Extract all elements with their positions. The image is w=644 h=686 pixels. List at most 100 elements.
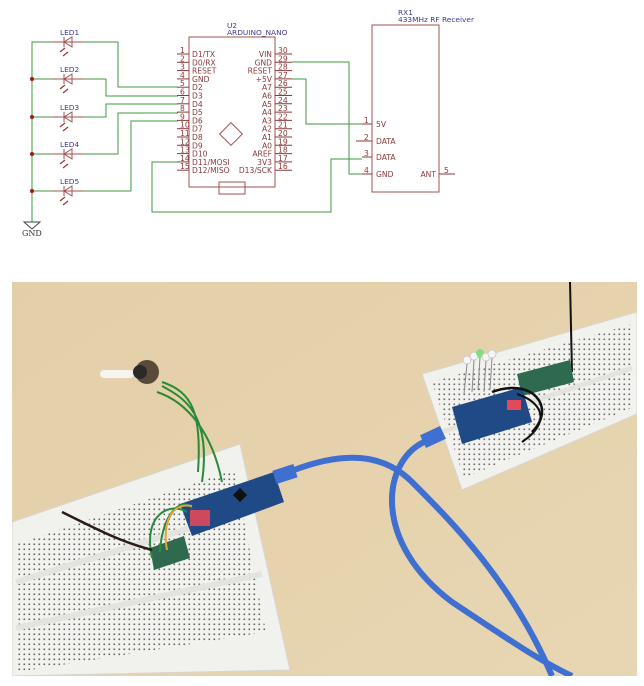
arduino-name: ARDUINO_NANO xyxy=(227,28,288,37)
arduino-pin: 22 A3 xyxy=(262,112,292,125)
svg-text:A0: A0 xyxy=(262,141,272,150)
svg-text:29: 29 xyxy=(278,54,288,63)
svg-text:5: 5 xyxy=(444,166,449,175)
svg-text:13: 13 xyxy=(180,146,190,155)
svg-text:D10: D10 xyxy=(192,150,208,159)
usb-cables xyxy=(272,426,574,676)
svg-text:11: 11 xyxy=(180,129,190,138)
light-emission-icon xyxy=(59,196,69,206)
svg-text:A4: A4 xyxy=(262,108,272,117)
svg-text:A2: A2 xyxy=(262,125,272,134)
light-emission-icon xyxy=(59,47,69,57)
led-wires xyxy=(84,41,178,192)
svg-text:D1/TX: D1/TX xyxy=(192,50,215,59)
svg-text:3: 3 xyxy=(180,63,185,72)
svg-text:D2: D2 xyxy=(192,83,203,92)
diode-icon xyxy=(63,111,73,123)
ground-label: GND xyxy=(22,229,42,238)
svg-text:23: 23 xyxy=(278,104,288,113)
svg-text:30: 30 xyxy=(278,46,288,55)
led-ground-bus xyxy=(30,41,52,222)
svg-text:20: 20 xyxy=(278,129,288,138)
receiver-arduino-nano xyxy=(452,386,544,444)
svg-text:A3: A3 xyxy=(262,116,272,125)
svg-text:1: 1 xyxy=(364,116,369,125)
svg-text:8: 8 xyxy=(180,104,185,113)
svg-text:D5: D5 xyxy=(192,108,203,117)
svg-text:+5V: +5V xyxy=(256,75,273,84)
junction-dot xyxy=(30,152,34,156)
antenna-wire xyxy=(569,282,573,373)
svg-text:2: 2 xyxy=(364,133,369,142)
svg-text:12: 12 xyxy=(180,137,190,146)
svg-text:GND: GND xyxy=(255,58,273,67)
svg-text:5: 5 xyxy=(180,79,185,88)
svg-text:17: 17 xyxy=(278,154,288,163)
svg-text:2: 2 xyxy=(180,54,185,63)
led-label: LED2 xyxy=(60,65,79,74)
led-symbol: LED3 xyxy=(52,103,84,132)
transmitter-arduino-nano xyxy=(180,472,284,536)
svg-text:18: 18 xyxy=(278,146,288,155)
led-label: LED5 xyxy=(60,177,79,186)
breadboard-photo xyxy=(12,282,637,676)
receiver-pin: 2 DATA xyxy=(356,133,396,146)
svg-text:D7: D7 xyxy=(192,125,203,134)
svg-text:15: 15 xyxy=(180,162,190,171)
arduino-pin: 27 +5V xyxy=(256,71,292,84)
diode-icon xyxy=(63,73,73,85)
svg-text:DATA: DATA xyxy=(376,137,396,146)
wire-5v xyxy=(292,78,362,125)
svg-text:26: 26 xyxy=(278,79,288,88)
light-emission-icon xyxy=(59,122,69,132)
svg-text:7: 7 xyxy=(180,96,185,105)
svg-text:10: 10 xyxy=(180,121,190,130)
svg-text:5V: 5V xyxy=(376,120,387,129)
diode-icon xyxy=(63,185,73,197)
svg-text:22: 22 xyxy=(278,112,288,121)
svg-text:19: 19 xyxy=(278,137,288,146)
orange-wire xyxy=(164,504,193,551)
battery-wire xyxy=(61,510,153,552)
svg-text:27: 27 xyxy=(278,71,288,80)
arduino-pin: 8 D5 xyxy=(177,104,203,117)
svg-text:DATA: DATA xyxy=(376,153,396,162)
svg-text:16: 16 xyxy=(278,162,288,171)
svg-text:6: 6 xyxy=(180,88,185,97)
arduino-pin: 23 A4 xyxy=(262,104,292,117)
svg-text:28: 28 xyxy=(278,63,288,72)
led-symbol: LED2 xyxy=(52,65,84,94)
svg-text:D4: D4 xyxy=(192,100,203,109)
svg-text:3: 3 xyxy=(364,149,369,158)
wire-gnd xyxy=(292,61,362,175)
led-label: LED1 xyxy=(60,28,79,37)
arduino-pin: 19 A0 xyxy=(262,137,292,150)
rf-receiver-module xyxy=(517,360,574,396)
svg-text:D11/MOSI: D11/MOSI xyxy=(192,158,230,167)
light-emission-icon xyxy=(59,84,69,94)
led-cluster xyxy=(462,349,497,395)
svg-text:GND: GND xyxy=(376,170,394,179)
junction-dot xyxy=(30,115,34,119)
arduino-pin: 5 D2 xyxy=(177,79,203,92)
svg-text:A5: A5 xyxy=(262,100,272,109)
